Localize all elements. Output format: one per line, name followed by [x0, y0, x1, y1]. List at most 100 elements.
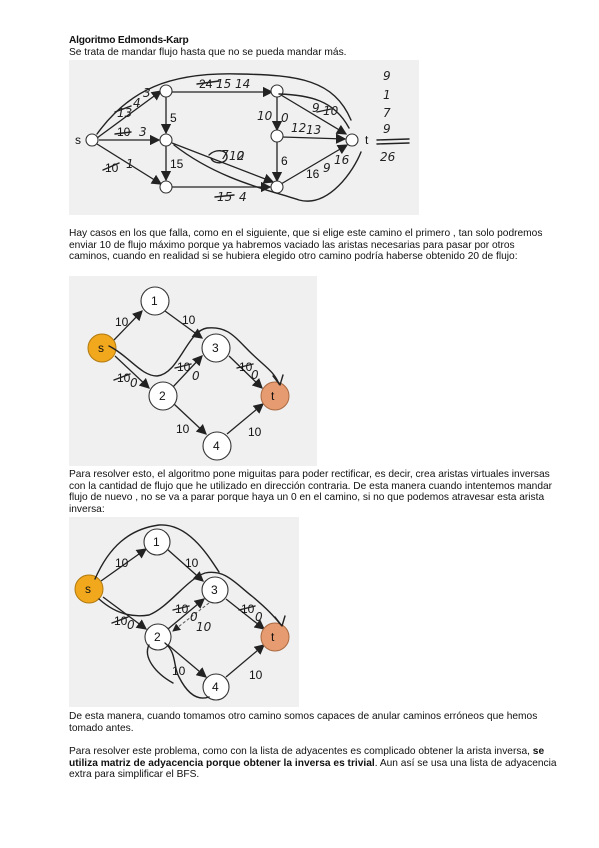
fig2-edge-4-t: [226, 403, 264, 435]
fig2-node-s: [87, 333, 117, 363]
node-b: [159, 133, 173, 147]
fig1-hw-5: 10: [257, 109, 273, 123]
fig1-cap-s-b: 10: [117, 125, 131, 139]
fig2-cap-1-3: 10: [182, 313, 196, 327]
fig1-hw-14: 7: [221, 148, 229, 162]
fig1-hw-1: 4: [133, 96, 141, 110]
fig1-cap-f-t: 16: [306, 167, 320, 181]
fig2-node-2: [148, 381, 178, 411]
fig1-cap-b-c: 15: [170, 157, 184, 171]
paragraph-3: De esta manera, cuando tomamos otro cami…: [69, 711, 538, 734]
fig1-flow-path-top: [96, 73, 352, 135]
fig1-hw-15: 10: [229, 149, 245, 163]
node-f: [270, 180, 284, 194]
fig1-cap-e-f: 6: [281, 154, 288, 168]
paragraph-4-after: . Aun así se usa una lista de adyacencia…: [69, 757, 557, 781]
node-c: [159, 180, 173, 194]
paragraph-2: Para resolver esto, el algoritmo pone mi…: [69, 469, 553, 515]
fig2-flow-path: [108, 327, 280, 385]
fig3-strikethroughs: [111, 605, 256, 624]
figure-1-panel: s t 5 24 10 15 6 16 10 13 4 3 15 14 10 3…: [69, 60, 419, 215]
fig1-hw-19: 16: [334, 153, 350, 167]
fig3-label-1: 1: [153, 535, 160, 549]
fig2-flow-arrowhead: [272, 374, 284, 386]
fig3-hw-1: 0: [190, 610, 198, 624]
fig2-label-4: 4: [213, 439, 220, 453]
fig3-node-s: [74, 574, 104, 604]
paragraph-1: Hay casos en los que falla, como en el s…: [69, 228, 543, 263]
fig1-hw-10: 10: [323, 104, 339, 118]
fig1-sum-0: 9: [383, 69, 391, 83]
fig1-sum-line: [376, 138, 410, 145]
fig2-cap-2-3: 10: [177, 360, 191, 374]
fig3-edge-4-t: [225, 644, 265, 678]
fig1-hw-8: 2: [237, 149, 245, 163]
fig2-edge-s-1: [113, 310, 143, 341]
paragraph-4: Para resolver este problema, como con la…: [69, 746, 557, 781]
fig2-label-1: 1: [151, 294, 158, 308]
fig1-cap-a-b: 5: [170, 111, 177, 125]
fig3-cap-s-1: 10: [115, 556, 129, 570]
fig2-cap-4-t: 10: [248, 425, 262, 439]
figure-1-diagram: s t 5 24 10 15 6 16 10 13 4 3 15 14 10 3…: [75, 69, 410, 204]
fig2-edge-2-4: [173, 403, 207, 435]
fig1-strikethroughs: [102, 80, 332, 198]
fig1-flow-path-right: [278, 93, 350, 129]
figure-3-panel: s 1 2 3 4 t 10 10 10 10 10 10 10 0 0 0 1…: [69, 517, 299, 707]
node-t: [345, 133, 359, 147]
fig1-hw-4: 14: [235, 77, 250, 91]
fig2-label-t: t: [271, 389, 275, 403]
fig3-cap-4-t: 10: [249, 668, 263, 682]
fig2-edge-s-2: [114, 355, 150, 389]
edge-s-a: [96, 90, 163, 139]
fig1-hw-16: 15: [217, 190, 232, 204]
fig1-sum-total: 26: [380, 150, 396, 164]
fig1-hw-12: 13: [306, 123, 321, 137]
fig3-node-2: [144, 623, 172, 651]
fig1-hw-2: 3: [143, 86, 151, 100]
fig3-flow-arrowhead: [274, 615, 286, 627]
fig1-hw-17: 4: [239, 190, 247, 204]
edge-e-t: [281, 133, 347, 144]
fig2-node-4: [202, 431, 232, 461]
fig3-cap-1-3: 10: [185, 556, 199, 570]
fig1-hw-18: 9: [323, 161, 331, 175]
fig2-strikethroughs: [113, 363, 254, 381]
fig3-label-t: t: [271, 630, 275, 644]
fig1-label-s: s: [75, 133, 81, 147]
fig3-flow-path-bottom: [146, 642, 210, 699]
edge-d-t: [280, 94, 348, 135]
fig2-cap-s-1: 10: [115, 315, 129, 329]
node-a: [159, 84, 173, 98]
fig3-edge-s-1: [100, 548, 148, 582]
fig2-edge-2-3: [171, 355, 203, 389]
fig2-label-3: 3: [212, 341, 219, 355]
fig3-hw-2: 0: [255, 610, 263, 624]
fig3-label-3: 3: [211, 583, 218, 597]
node-s: [85, 133, 99, 147]
fig3-label-4: 4: [212, 680, 219, 694]
intro-text: Se trata de mandar flujo hasta que no se…: [69, 47, 347, 58]
fig3-edge-2-4: [167, 644, 207, 678]
fig2-hw-0: 0: [130, 376, 138, 390]
fig3-node-3: [201, 576, 229, 604]
fig1-hw-11: 12: [291, 121, 306, 135]
fig1-flow-path-bottom: [173, 144, 362, 202]
paragraph-4-bold: se utiliza matriz de adyacencia porque o…: [69, 746, 545, 769]
edge-s-c: [96, 143, 163, 185]
fig1-sum-2: 7: [383, 106, 391, 120]
fig2-label-2: 2: [159, 389, 166, 403]
fig2-hw-2: 0: [251, 368, 259, 382]
figure-3-diagram: s 1 2 3 4 t 10 10 10 10 10 10 10 0 0 0 1…: [74, 524, 290, 701]
fig2-edge-3-t: [228, 355, 263, 389]
fig3-hw-0: 0: [127, 618, 135, 632]
fig3-edge-3-t: [225, 598, 266, 630]
fig3-cap-3-t: 10: [241, 602, 255, 616]
fig1-hw-3: 15: [216, 77, 231, 91]
fig3-label-2: 2: [154, 630, 161, 644]
fig3-node-t: [260, 622, 290, 652]
fig1-sum-1: 1: [383, 88, 391, 102]
fig3-inverse-edge: [172, 602, 210, 632]
fig2-hw-1: 0: [192, 369, 200, 383]
